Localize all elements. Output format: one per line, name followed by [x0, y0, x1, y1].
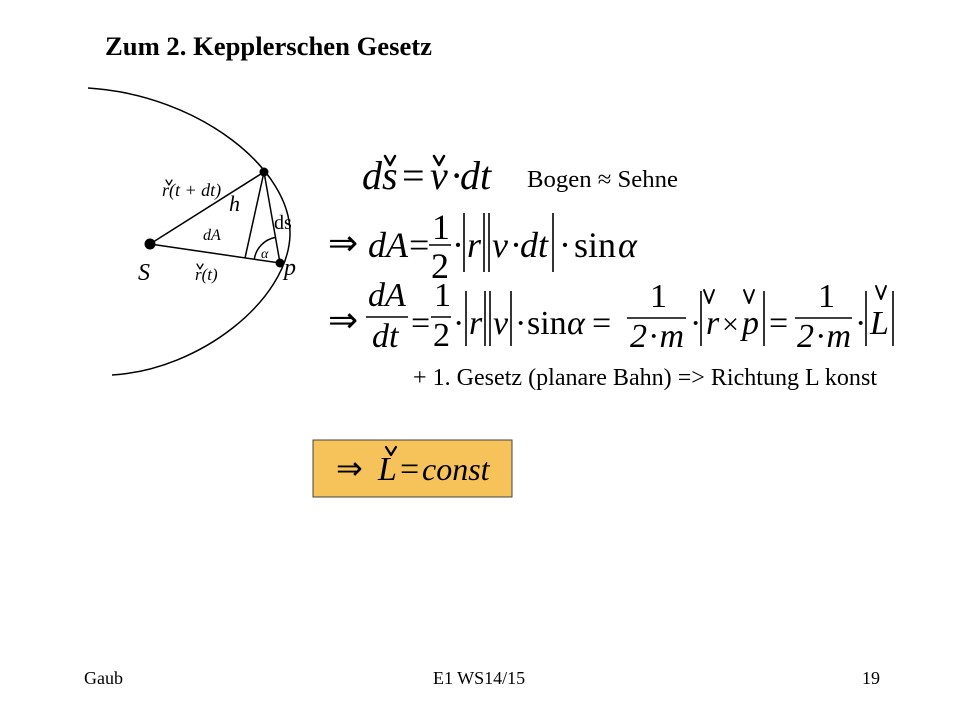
label-S: S — [138, 260, 150, 286]
eq-v: v — [430, 153, 448, 198]
fraction-numerator: dA — [368, 277, 406, 314]
eq-dot: · — [453, 305, 464, 342]
eq-cross-times: × — [722, 308, 739, 341]
equation-arc-length: ds = v · dt Bogen ≈ Sehne — [362, 153, 678, 198]
fraction-numerator: 1 — [432, 207, 450, 247]
fraction-numerator: 1 — [650, 278, 667, 315]
height-line — [244, 171, 265, 259]
implies-arrow: ⇒ — [336, 449, 363, 487]
eq-equals: = — [592, 305, 611, 342]
vector-accent — [703, 289, 715, 304]
eq-dot: · — [855, 305, 866, 342]
eq-dot: · — [559, 225, 571, 265]
radius-vector-t — [149, 243, 281, 264]
implies-arrow: ⇒ — [328, 223, 358, 264]
orbit-arc — [87, 87, 291, 376]
eq-cross-p: p — [740, 305, 759, 342]
eq-dot: · — [510, 225, 522, 265]
vector-accent — [875, 285, 887, 300]
fraction-denominator: 2 · m — [797, 318, 851, 355]
footer-page-number: 19 — [862, 668, 880, 688]
eq-alpha: α — [567, 305, 586, 342]
eq-dot: · — [690, 305, 701, 342]
label-p: p — [282, 255, 296, 281]
vector-accent — [196, 263, 204, 270]
eq-v: v — [493, 305, 509, 342]
result-L: L — [377, 451, 397, 488]
fraction-denominator: dt — [372, 318, 400, 355]
chord-ds — [263, 171, 281, 264]
planet-point-next — [259, 167, 269, 177]
eq-equals: = — [411, 305, 430, 342]
eq-dot: · — [450, 153, 463, 198]
eq-r: r — [469, 305, 483, 342]
eq-dt: dt — [520, 225, 549, 265]
vector-accent — [384, 445, 398, 457]
result-equals: = — [400, 451, 419, 488]
slide-title: Zum 2. Kepplerschen Gesetz — [105, 32, 432, 61]
equation-area-element: ⇒ dA = 1 2 · r v · dt · sin α — [328, 207, 638, 286]
eq-sin: sin — [527, 305, 567, 342]
eq-cross-r: r — [706, 305, 720, 342]
footer-author: Gaub — [84, 668, 123, 688]
sun-point — [144, 238, 156, 250]
eq-equals: = — [409, 225, 429, 265]
radius-vector-t-dt — [149, 171, 265, 245]
eq-dt: dt — [460, 153, 492, 198]
label-r-t-dt: r(t + dt) — [162, 180, 221, 201]
fraction-denominator: 2 · m — [630, 318, 684, 355]
equation-area-rate: ⇒ dA dt = 1 2 · r v · sin α = 1 2 · m · … — [328, 277, 894, 355]
planet-point — [275, 258, 285, 268]
eq-sin: sin — [574, 225, 616, 265]
fraction-denominator: 2 — [433, 317, 450, 354]
eq-alpha: α — [618, 225, 638, 265]
implies-arrow: ⇒ — [328, 300, 358, 341]
eq-equals: = — [402, 153, 425, 198]
orbit-diagram: r(t + dt) h dA ds S r(t) p α — [87, 87, 296, 376]
label-h: h — [229, 191, 240, 216]
remark-first-law: + 1. Gesetz (planare Bahn) => Richtung L… — [413, 365, 877, 391]
angle-arc — [253, 236, 276, 260]
label-dA: dA — [203, 227, 221, 244]
eq-v: v — [492, 225, 508, 265]
note-arc-chord: Bogen ≈ Sehne — [527, 167, 678, 193]
eq-dot: · — [515, 305, 526, 342]
eq-dot: · — [452, 225, 464, 265]
fraction-numerator: 1 — [434, 277, 451, 314]
label-r-t: r(t) — [195, 265, 218, 284]
vector-accent — [743, 289, 755, 304]
fraction-denominator: 2 — [431, 246, 449, 286]
result-box-background — [312, 439, 513, 498]
result-box: ⇒ L = const — [312, 439, 513, 498]
eq-equals: = — [769, 305, 788, 342]
label-ds: ds — [274, 212, 292, 234]
vector-accent — [165, 179, 173, 186]
result-const: const — [422, 451, 491, 487]
footer-course: E1 WS14/15 — [433, 668, 525, 688]
eq-r: r — [467, 225, 482, 265]
vector-accent — [383, 154, 397, 167]
label-alpha: α — [261, 247, 269, 262]
vector-accent — [432, 154, 446, 167]
fraction-numerator: 1 — [818, 278, 835, 315]
eq-dA: dA — [368, 225, 409, 265]
eq-L: L — [869, 305, 889, 342]
